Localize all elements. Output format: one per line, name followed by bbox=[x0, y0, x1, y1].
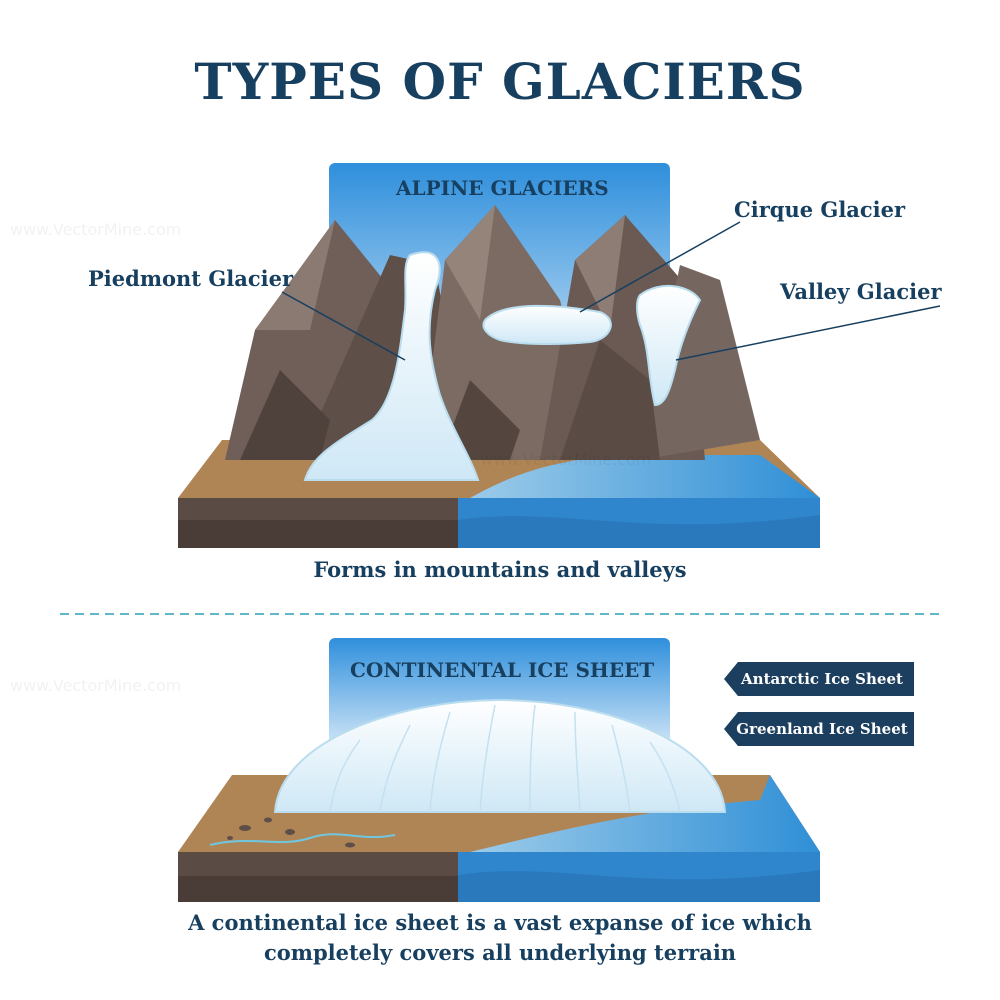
piedmont-glacier bbox=[303, 251, 480, 481]
greenland-ice-sheet-tag: Greenland Ice Sheet bbox=[724, 712, 914, 746]
valley-glacier bbox=[636, 284, 702, 407]
continental-caption-line-2: completely covers all underlying terrain bbox=[263, 940, 737, 965]
valley-glacier-label: Valley Glacier bbox=[780, 279, 942, 304]
alpine-water-surface bbox=[470, 455, 820, 498]
alpine-water-wave bbox=[458, 515, 820, 548]
alpine-soil-front-lower bbox=[178, 520, 458, 548]
continental-water-surface bbox=[470, 775, 820, 852]
piedmont-leader-line bbox=[281, 291, 406, 361]
continental-caption-line-1: A continental ice sheet is a vast expans… bbox=[188, 910, 812, 935]
meltwater-stream bbox=[209, 833, 396, 846]
continental-soil-front-lower bbox=[178, 876, 458, 902]
watermark-1: www.VectorMine.com bbox=[10, 220, 182, 239]
ice-sheet-striations bbox=[329, 704, 681, 813]
alpine-panel-title: ALPINE GLACIERS bbox=[396, 176, 609, 200]
continental-scene bbox=[178, 638, 820, 902]
alpine-scene bbox=[178, 163, 941, 548]
valley-leader-line bbox=[675, 305, 941, 361]
page-title: TYPES OF GLACIERS bbox=[194, 52, 806, 111]
alpine-caption: Forms in mountains and valleys bbox=[313, 557, 687, 582]
piedmont-glacier-label: Piedmont Glacier bbox=[88, 266, 294, 291]
continental-panel-title: CONTINENTAL ICE SHEET bbox=[350, 658, 655, 682]
cirque-leader-line bbox=[579, 221, 741, 313]
antarctic-ice-sheet-tag: Antarctic Ice Sheet bbox=[724, 662, 914, 696]
alpine-soil-front bbox=[178, 498, 458, 520]
continental-water-wave bbox=[458, 870, 820, 902]
cirque-glacier-label: Cirque Glacier bbox=[734, 197, 906, 222]
watermark-3: www.VectorMine.com bbox=[10, 676, 182, 695]
scattered-rocks bbox=[227, 817, 355, 848]
cirque-glacier bbox=[482, 304, 612, 346]
watermark-2: www.VectorMine.com bbox=[480, 450, 652, 469]
continental-soil-front bbox=[178, 852, 458, 876]
